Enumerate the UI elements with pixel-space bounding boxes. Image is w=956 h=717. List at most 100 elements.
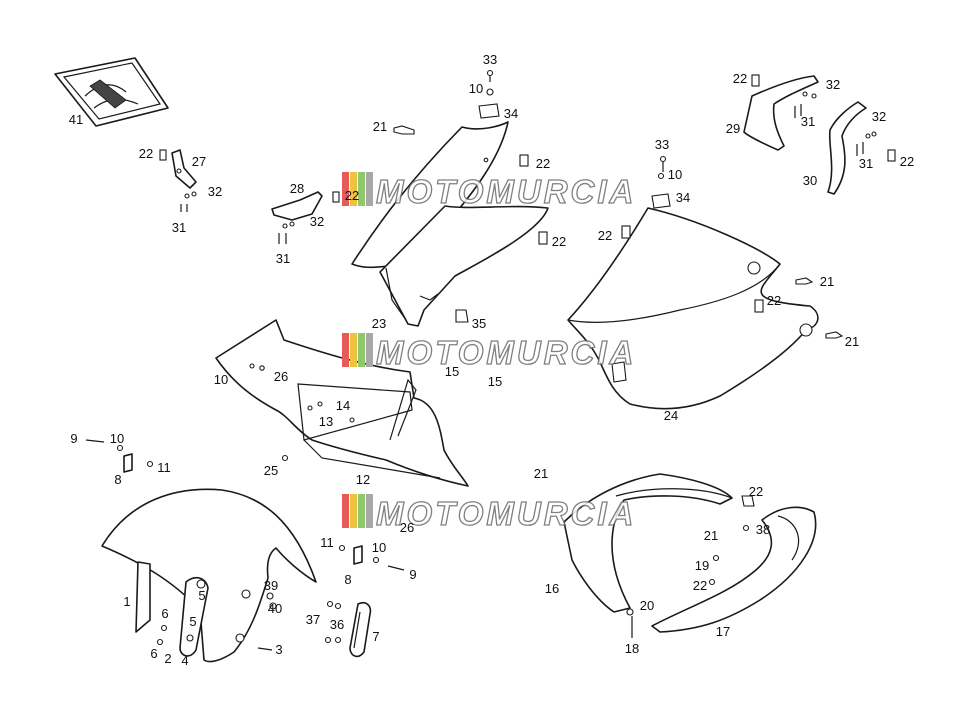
callout-c27: 27 bbox=[192, 154, 206, 169]
callout-c24: 24 bbox=[664, 408, 678, 423]
watermark-stripe-red bbox=[342, 333, 349, 367]
callout-c22f: 22 bbox=[767, 293, 781, 308]
callout-c26b: 26 bbox=[400, 520, 414, 535]
callout-c3: 3 bbox=[275, 642, 282, 657]
callout-c12: 12 bbox=[356, 472, 370, 487]
callout-c21b: 21 bbox=[820, 274, 834, 289]
callout-c22i: 22 bbox=[749, 484, 763, 499]
callout-c5b: 5 bbox=[189, 614, 196, 629]
watermark-stripe-green bbox=[358, 172, 365, 206]
callout-c32a: 32 bbox=[208, 184, 222, 199]
bracket-part-30 bbox=[827, 101, 896, 195]
watermark-stripe-red bbox=[342, 172, 349, 206]
callout-c28: 28 bbox=[290, 181, 304, 196]
callout-c7: 7 bbox=[372, 629, 379, 644]
callout-c15a: 15 bbox=[445, 364, 459, 379]
callout-c32c: 32 bbox=[826, 77, 840, 92]
tail-panel-part-16 bbox=[563, 473, 733, 638]
bracket-part-29 bbox=[743, 74, 819, 151]
watermark-stripe-yellow bbox=[350, 333, 357, 367]
watermark-text: MOTOMURCIA bbox=[376, 173, 636, 210]
callout-c31a: 31 bbox=[172, 220, 186, 235]
callout-c41: 41 bbox=[69, 112, 83, 127]
watermark-text: MOTOMURCIA bbox=[376, 495, 636, 532]
callout-c10e: 10 bbox=[372, 540, 386, 555]
watermark-stripe-gray bbox=[366, 333, 373, 367]
watermark-stripe-gray bbox=[366, 494, 373, 528]
callout-c22b: 22 bbox=[345, 188, 359, 203]
watermark-stripe-yellow bbox=[350, 494, 357, 528]
watermark-1: MOTOMURCIA bbox=[342, 172, 636, 211]
callout-c5a: 5 bbox=[198, 588, 205, 603]
callout-c26: 26 bbox=[274, 369, 288, 384]
callout-c9b: 9 bbox=[409, 567, 416, 582]
callout-c31d: 31 bbox=[859, 156, 873, 171]
frame-part-12 bbox=[215, 319, 469, 487]
front-panel-part-23 bbox=[351, 69, 549, 327]
callout-c22j: 22 bbox=[693, 578, 707, 593]
callout-c37: 37 bbox=[306, 612, 320, 627]
side-panel-part-24 bbox=[567, 155, 844, 410]
tail-panel-part-17 bbox=[651, 495, 817, 633]
reflector-part-7 bbox=[324, 600, 372, 658]
callout-c39: 39 bbox=[264, 578, 278, 593]
watermark-stripe-gray bbox=[366, 172, 373, 206]
callout-c6b: 6 bbox=[150, 646, 157, 661]
callout-c22d: 22 bbox=[552, 234, 566, 249]
callout-c40: 40 bbox=[268, 601, 282, 616]
watermark-3: MOTOMURCIA bbox=[342, 494, 636, 533]
callout-c21c: 21 bbox=[845, 334, 859, 349]
watermark-stripe-green bbox=[358, 494, 365, 528]
callout-c32b: 32 bbox=[310, 214, 324, 229]
callout-c38: 38 bbox=[756, 522, 770, 537]
callout-c10c: 10 bbox=[214, 372, 228, 387]
bracket-part-27 bbox=[159, 149, 197, 212]
callout-c36: 36 bbox=[330, 617, 344, 632]
callout-c34b: 34 bbox=[676, 190, 690, 205]
callout-c14: 14 bbox=[336, 398, 350, 413]
callout-c22h: 22 bbox=[900, 154, 914, 169]
callout-c33a: 33 bbox=[483, 52, 497, 67]
callout-c20: 20 bbox=[640, 598, 654, 613]
callout-c8b: 8 bbox=[344, 572, 351, 587]
callout-c13: 13 bbox=[319, 414, 333, 429]
callout-c10a: 10 bbox=[469, 81, 483, 96]
callout-c32d: 32 bbox=[872, 109, 886, 124]
callout-c21a: 21 bbox=[373, 119, 387, 134]
callout-c11b: 11 bbox=[320, 535, 334, 550]
watermark-stripe-green bbox=[358, 333, 365, 367]
decal-part-41 bbox=[54, 57, 169, 127]
callout-c10b: 10 bbox=[668, 167, 682, 182]
callout-c29: 29 bbox=[726, 121, 740, 136]
callout-c30: 30 bbox=[803, 173, 817, 188]
callout-c31b: 31 bbox=[276, 251, 290, 266]
callout-c35: 35 bbox=[472, 316, 486, 331]
callout-c1: 1 bbox=[123, 594, 130, 609]
callout-c21e: 21 bbox=[704, 528, 718, 543]
callout-c17: 17 bbox=[716, 624, 730, 639]
callout-c18: 18 bbox=[625, 641, 639, 656]
callout-c15b: 15 bbox=[488, 374, 502, 389]
callout-c25: 25 bbox=[264, 463, 278, 478]
callout-c23: 23 bbox=[372, 316, 386, 331]
callout-c6a: 6 bbox=[161, 606, 168, 621]
watermark-stripe-yellow bbox=[350, 172, 357, 206]
callout-c22a: 22 bbox=[139, 146, 153, 161]
callout-c33b: 33 bbox=[655, 137, 669, 152]
callout-c11a: 11 bbox=[157, 460, 171, 475]
callout-c22e: 22 bbox=[598, 228, 612, 243]
bracket-part-8b bbox=[338, 544, 405, 571]
callout-c34a: 34 bbox=[504, 106, 518, 121]
callout-c2: 2 bbox=[164, 651, 171, 666]
callout-c16: 16 bbox=[545, 581, 559, 596]
callout-c10d: 10 bbox=[110, 431, 124, 446]
watermark-text: MOTOMURCIA bbox=[376, 334, 636, 371]
watermark-2: MOTOMURCIA bbox=[342, 333, 636, 372]
callout-c19: 19 bbox=[695, 558, 709, 573]
bracket-part-28 bbox=[271, 191, 340, 244]
bracket-part-8a bbox=[85, 439, 154, 473]
callout-c22c: 22 bbox=[536, 156, 550, 171]
watermark-stripe-red bbox=[342, 494, 349, 528]
